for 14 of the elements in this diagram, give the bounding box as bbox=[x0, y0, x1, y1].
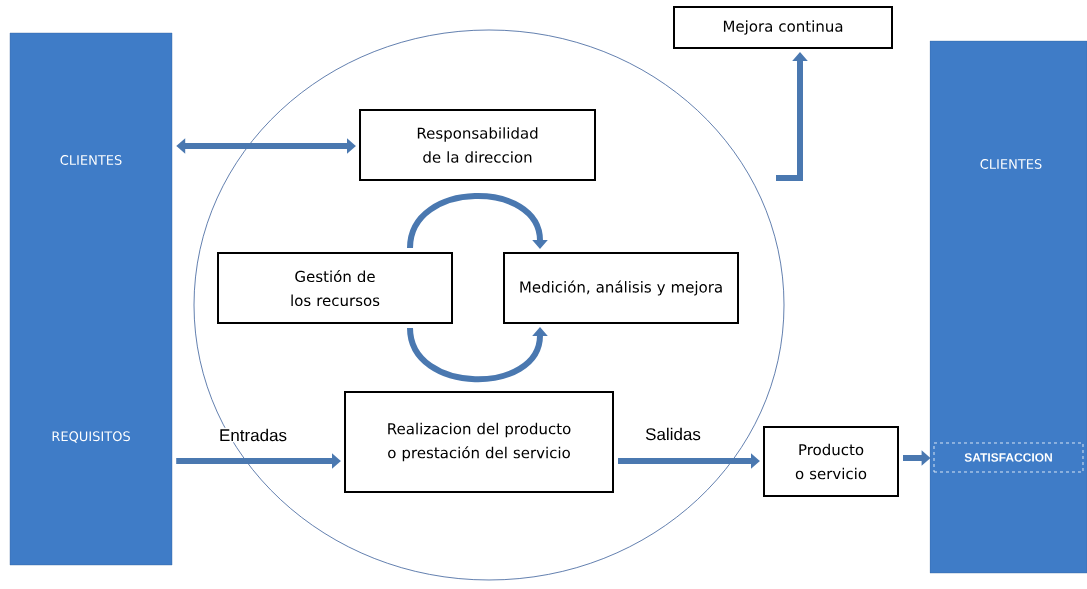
process-box: Realizacion del producto o prestación del servicio bbox=[344, 391, 614, 493]
block-arrow bbox=[407, 193, 548, 249]
block-arrow bbox=[176, 138, 356, 154]
dashed-label-box: SATISFACCION bbox=[933, 442, 1084, 473]
process-box: Gestión de los recursos bbox=[217, 252, 453, 324]
panel-label: CLIENTES bbox=[60, 155, 122, 165]
process-box: Responsabilidad de la direccion bbox=[359, 109, 596, 181]
process-box: Producto o servicio bbox=[763, 426, 899, 497]
edge-label: Salidas bbox=[644, 426, 702, 442]
process-box: Mejora continua bbox=[673, 6, 893, 49]
edge-label: Entradas bbox=[218, 427, 289, 443]
panel-label: CLIENTES bbox=[980, 159, 1042, 169]
process-box: Medición, análisis y mejora bbox=[503, 252, 739, 324]
panel-label: REQUISITOS bbox=[52, 431, 130, 443]
